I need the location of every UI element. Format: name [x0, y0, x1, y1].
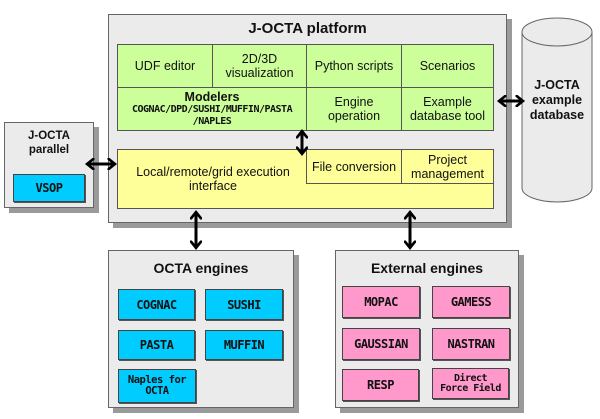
naples-button[interactable]: Naples for OCTA: [118, 369, 196, 403]
scenarios[interactable]: Scenarios: [401, 44, 494, 88]
modelers-list: COGNAC/DPD/SUSHI/MUFFIN/PASTA /NAPLES: [132, 104, 293, 127]
database-title-line1: J-OCTA: [534, 78, 580, 92]
platform-title: J-OCTA platform: [248, 20, 367, 37]
project-management[interactable]: Project management: [401, 149, 494, 184]
cognac-button[interactable]: COGNAC: [118, 289, 195, 320]
python-scripts[interactable]: Python scripts: [306, 44, 402, 88]
octa-engines-title: OCTA engines: [153, 260, 249, 276]
vsop-button[interactable]: VSOP: [13, 174, 85, 202]
sushi-button[interactable]: SUSHI: [205, 289, 283, 320]
direct-force-field-button[interactable]: Direct Force Field: [432, 368, 509, 399]
file-conversion[interactable]: File conversion: [306, 149, 402, 184]
pasta-button[interactable]: PASTA: [118, 330, 195, 360]
parallel-title: J-OCTA parallel: [28, 130, 70, 156]
resp-button[interactable]: RESP: [342, 369, 419, 401]
muffin-button[interactable]: MUFFIN: [205, 330, 283, 360]
modelers[interactable]: Modelers COGNAC/DPD/SUSHI/MUFFIN/PASTA /…: [117, 87, 307, 131]
gaussian-button[interactable]: GAUSSIAN: [342, 328, 420, 360]
example-database-tool[interactable]: Example database tool: [401, 87, 494, 131]
database-title-line2: example database: [529, 93, 585, 122]
mopac-button[interactable]: MOPAC: [342, 286, 420, 318]
modelers-title: Modelers: [184, 90, 240, 104]
gamess-button[interactable]: GAMESS: [432, 286, 510, 318]
execution-interface-label: Local/remote/grid execution interface: [136, 165, 290, 193]
visualization[interactable]: 2D/3D visualization: [212, 44, 307, 88]
external-engines-title: External engines: [370, 260, 484, 276]
nastran-button[interactable]: NASTRAN: [432, 328, 510, 360]
engine-operation[interactable]: Engine operation: [306, 87, 402, 131]
database-label: J-OCTA example database: [522, 78, 592, 123]
